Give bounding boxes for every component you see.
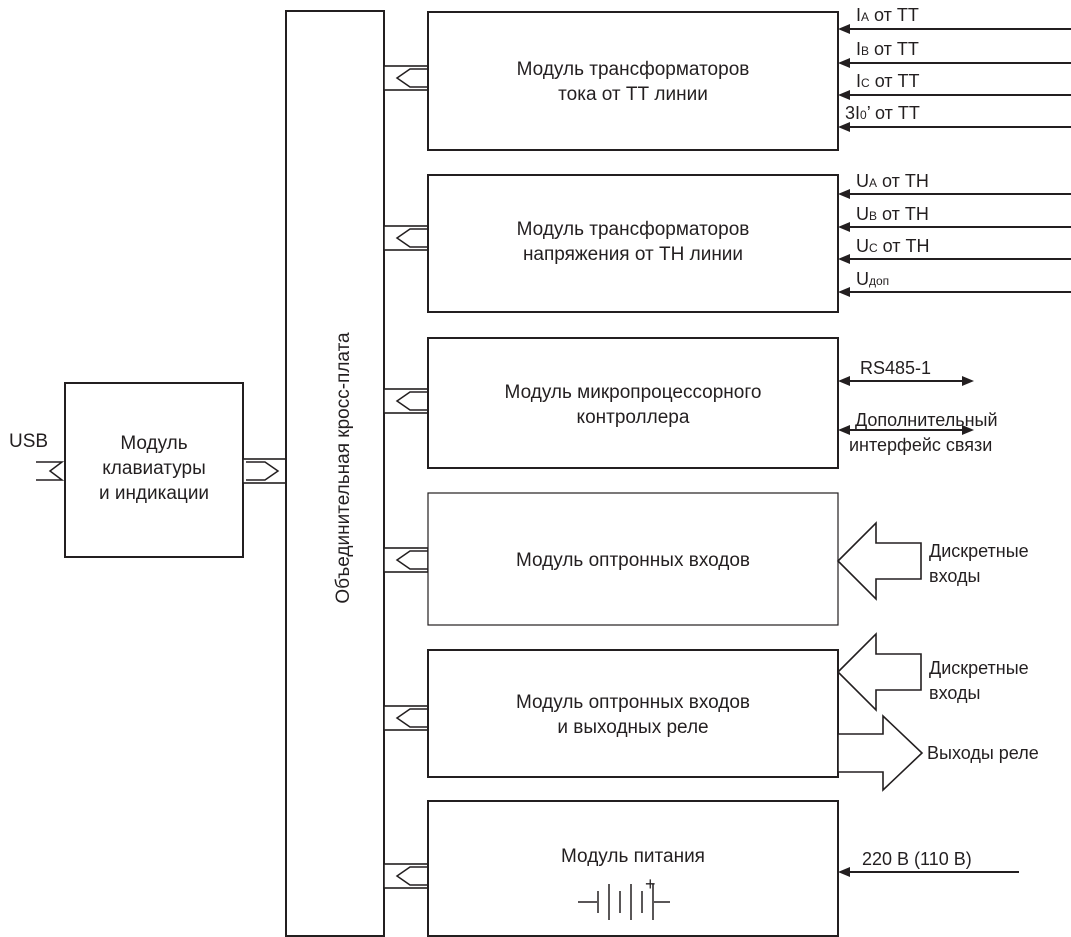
current-module-line-2: тока от ТТ линии bbox=[558, 84, 708, 105]
keyboard-connector-icon bbox=[246, 461, 280, 481]
relay-module-line-2: и выходных реле bbox=[557, 717, 708, 738]
relay-outputs-arrow-icon bbox=[837, 714, 924, 792]
relay-discrete-inputs-arrow-icon bbox=[836, 632, 922, 712]
current-input-ib: IB от ТТ bbox=[856, 39, 919, 59]
current-module: Модуль трансформаторов тока от ТТ линии … bbox=[427, 5, 1071, 151]
power-module-text: Модуль питания bbox=[561, 846, 705, 867]
relay-module-box bbox=[427, 649, 839, 778]
voltage-module-box bbox=[427, 174, 839, 313]
optocoupler-module-box bbox=[427, 492, 839, 626]
voltage-input-udop: Uдоп bbox=[856, 269, 889, 289]
usb-label: USB bbox=[9, 431, 48, 452]
keyboard-module-line-1: Модуль bbox=[120, 433, 187, 454]
supply-arrowhead bbox=[838, 867, 850, 877]
keyboard-module-line-2: клавиатуры bbox=[102, 458, 205, 479]
extra-interface-line-2: интерфейс связи bbox=[849, 435, 992, 455]
extra-interface-arrow-right bbox=[962, 425, 974, 435]
rs485-label: RS485-1 bbox=[860, 358, 931, 378]
battery-icon bbox=[578, 884, 670, 920]
relay-module: Модуль оптронных входов и выходных реле … bbox=[427, 632, 1039, 792]
connector-optocoupler-icon bbox=[395, 550, 428, 570]
current-input-ia: IA от ТТ bbox=[856, 5, 919, 25]
voltage-input-ua: UA от ТН bbox=[856, 171, 929, 191]
connector-cpu-module bbox=[383, 388, 429, 414]
current-module-box bbox=[427, 11, 839, 151]
connector-power-module bbox=[383, 863, 429, 889]
usb-connector-icon bbox=[36, 461, 65, 481]
connector-relay-icon bbox=[395, 708, 428, 728]
relay-module-line-1: Модуль оптронных входов bbox=[516, 692, 750, 713]
cross-board-label: Объединительная кросс-плата bbox=[333, 332, 354, 604]
connector-current-module bbox=[383, 65, 429, 91]
extra-interface-line-1: Дополнительный bbox=[855, 410, 998, 430]
rs485-arrow-right bbox=[962, 376, 974, 386]
battery-plus-sign: + bbox=[645, 874, 656, 894]
extra-interface-arrow-left bbox=[838, 425, 850, 435]
connector-voltage-icon bbox=[395, 228, 428, 248]
connector-relay-module bbox=[383, 705, 429, 731]
connector-optocoupler-module bbox=[383, 547, 429, 573]
optocoupler-module: Модуль оптронных входов Дискретные входы bbox=[427, 492, 1029, 626]
power-module-box bbox=[427, 800, 839, 937]
relay-output-label: Выходы реле bbox=[927, 743, 1039, 763]
voltage-module: Модуль трансформаторов напряжения от ТН … bbox=[427, 171, 1071, 313]
connector-voltage-module bbox=[383, 225, 429, 251]
cpu-module-line-1: Модуль микропроцессорного bbox=[505, 382, 762, 403]
current-module-line-1: Модуль трансформаторов bbox=[517, 59, 750, 80]
optocoupler-input-label-2: входы bbox=[929, 566, 980, 586]
keyboard-module: USB Модуль клавиатуры и индикации bbox=[9, 382, 287, 558]
current-input-ic: IC от ТТ bbox=[856, 71, 920, 91]
voltage-input-uc: UC от ТН bbox=[856, 236, 930, 256]
rs485-arrow-left bbox=[838, 376, 850, 386]
connector-current-icon bbox=[395, 68, 428, 88]
cpu-module: Модуль микропроцессорного контроллера RS… bbox=[427, 337, 998, 469]
voltage-input-ub: UB от ТН bbox=[856, 204, 929, 224]
discrete-inputs-arrow-icon bbox=[836, 521, 922, 601]
connector-power-icon bbox=[395, 866, 428, 886]
module-connectors bbox=[383, 65, 429, 889]
voltage-module-line-1: Модуль трансформаторов bbox=[517, 219, 750, 240]
keyboard-module-line-3: и индикации bbox=[99, 483, 209, 504]
cpu-module-line-2: контроллера bbox=[577, 407, 690, 428]
current-input-lines bbox=[838, 24, 1071, 132]
optocoupler-input-label-1: Дискретные bbox=[929, 541, 1029, 561]
relay-input-label-2: входы bbox=[929, 683, 980, 703]
supply-label: 220 В (110 В) bbox=[862, 849, 972, 869]
cross-board-box bbox=[285, 10, 385, 937]
power-module: Модуль питания + 220 В (110 В) bbox=[427, 800, 1019, 937]
keyboard-module-box bbox=[64, 382, 244, 558]
optocoupler-module-text: Модуль оптронных входов bbox=[516, 550, 750, 571]
voltage-input-lines bbox=[838, 189, 1071, 297]
relay-input-label-1: Дискретные bbox=[929, 658, 1029, 678]
current-input-3i0: 3I0’ от ТТ bbox=[845, 103, 920, 123]
connector-cpu-icon bbox=[395, 391, 428, 411]
cpu-module-box bbox=[427, 337, 839, 469]
voltage-module-line-2: напряжения от ТН линии bbox=[523, 244, 743, 265]
cross-board: Объединительная кросс-плата bbox=[285, 10, 385, 937]
